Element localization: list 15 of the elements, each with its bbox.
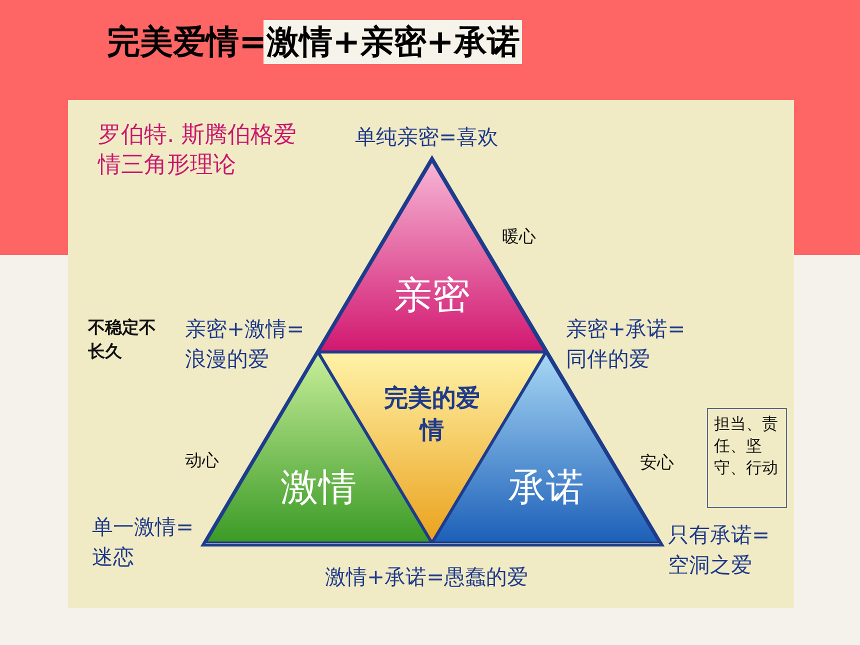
type-label: 单纯亲密=喜欢: [355, 124, 500, 151]
type-label: 单一激情=迷恋: [92, 514, 195, 571]
triangle-label: 完美的爱情: [383, 383, 481, 446]
feeling-label: 动心: [185, 450, 220, 473]
note-box: 担当、责任、坚守、行动: [707, 408, 787, 508]
triangle-label: 亲密: [393, 272, 471, 319]
note-text: 不稳定不长久: [88, 317, 157, 364]
type-label: 亲密+承诺=同伴的爱: [566, 316, 686, 373]
type-label: 激情+承诺=愚蠢的爱: [325, 564, 530, 591]
type-label: 亲密+激情=浪漫的爱: [185, 316, 305, 373]
theory-title: 罗伯特. 斯腾伯格爱情三角形理论: [98, 121, 298, 180]
type-label: 只有承诺=空洞之爱: [668, 522, 771, 579]
feeling-label: 暖心: [502, 226, 537, 249]
triangle-label: 激情: [280, 464, 358, 511]
feeling-label: 安心: [640, 452, 675, 475]
